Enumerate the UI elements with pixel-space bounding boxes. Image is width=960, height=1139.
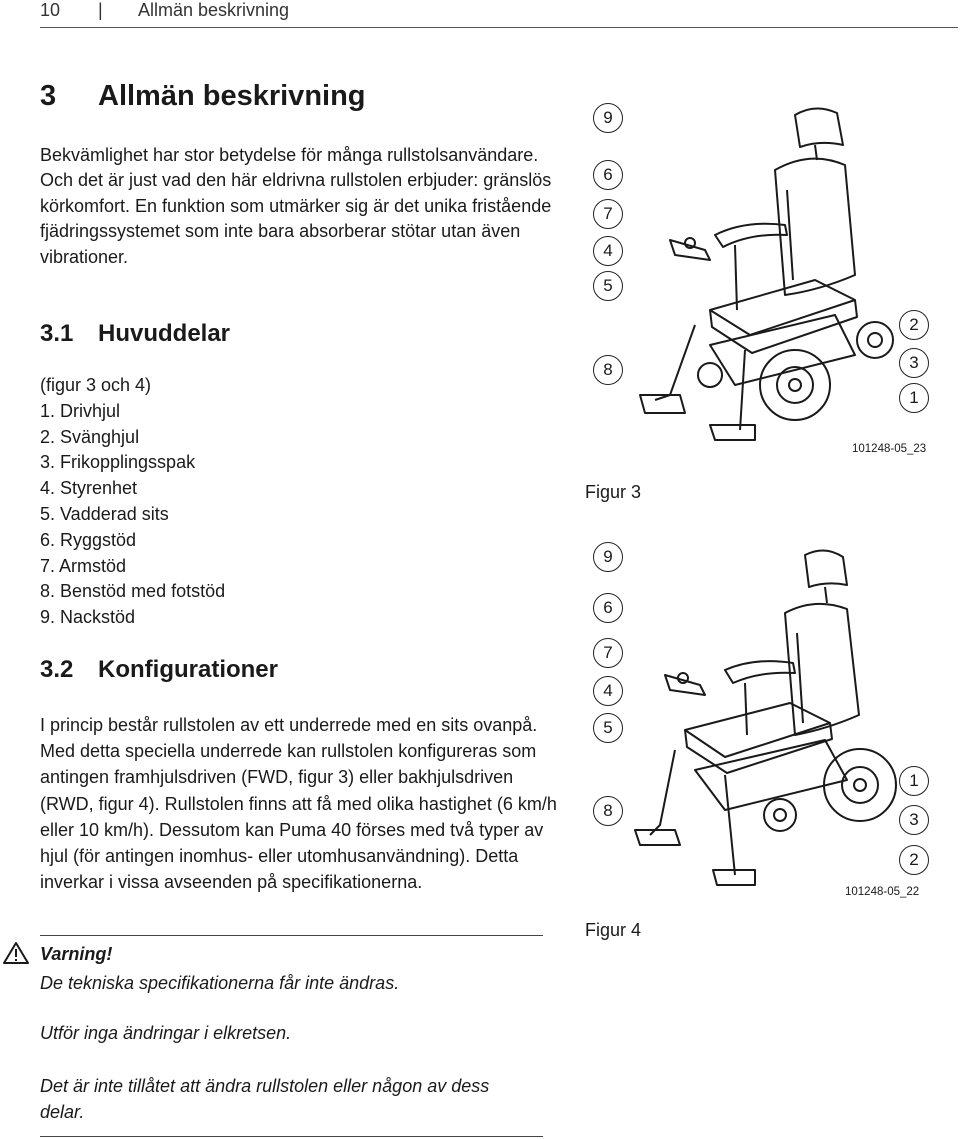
callout-8: 8 xyxy=(593,796,623,826)
callout-7: 7 xyxy=(593,638,623,668)
configurations-paragraph: I princip består rullstolen av ett under… xyxy=(40,715,557,893)
wheelchair-fwd-illustration xyxy=(639,107,894,441)
list-item: 6. Ryggstöd xyxy=(40,529,137,550)
list-item: 1. Drivhjul xyxy=(40,400,121,421)
callout-6: 6 xyxy=(593,160,623,190)
list-item: 9. Nackstöd xyxy=(40,607,136,628)
figure-code: 101248-05_23 xyxy=(852,443,927,455)
callout-4: 4 xyxy=(593,676,623,706)
list-item: 5. Vadderad sits xyxy=(40,503,169,524)
figure-4: 9 6 7 4 5 8 1 3 2 101248-05_22 Figur 4 xyxy=(575,525,960,950)
parts-reference: (figur 3 och 4) xyxy=(40,375,152,395)
warning-triangle-icon xyxy=(3,942,29,964)
callout-3: 3 xyxy=(899,348,929,378)
callout-4: 4 xyxy=(593,236,623,266)
figure-caption: Figur 4 xyxy=(585,920,642,940)
section-title: Konfigurationer xyxy=(98,656,278,683)
warning-bottom-rule xyxy=(40,1136,543,1137)
callout-7: 7 xyxy=(593,199,623,229)
callout-3: 3 xyxy=(899,805,929,835)
header-separator: | xyxy=(98,0,103,20)
parts-list: (figur 3 och 4) 1. Drivhjul 2. Svänghjul… xyxy=(40,373,225,631)
callout-9: 9 xyxy=(593,542,623,572)
callout-8: 8 xyxy=(593,355,623,385)
warning-line-2: Utför inga ändringar i elkretsen. xyxy=(40,1023,292,1043)
list-item: 7. Armstöd xyxy=(40,555,127,576)
callout-5: 5 xyxy=(593,271,623,301)
page-number: 10 xyxy=(40,0,61,20)
section-title: Huvuddelar xyxy=(98,320,231,347)
warning-top-rule xyxy=(40,935,543,936)
callout-9: 9 xyxy=(593,103,623,133)
header-divider xyxy=(40,27,958,28)
callout-2: 2 xyxy=(899,310,929,340)
section-heading-3-1: 3.1 Huvuddelar xyxy=(40,320,230,348)
section-number: 3.1 xyxy=(40,320,74,347)
warning-title: Varning! xyxy=(40,944,113,964)
chapter-number: 3 xyxy=(40,80,57,112)
callout-2: 2 xyxy=(899,845,929,875)
figure-3: 9 6 7 4 5 8 2 3 1 101248-05_23 Figur 3 xyxy=(575,85,960,510)
list-item: 3. Frikopplingsspak xyxy=(40,452,196,473)
callout-5: 5 xyxy=(593,713,623,743)
chapter-title: Allmän beskrivning xyxy=(98,80,366,112)
intro-paragraph: Bekvämlighet har stor betydelse för mång… xyxy=(40,145,552,267)
list-item: 8. Benstöd med fotstöd xyxy=(40,581,226,602)
warning-line-1: De tekniska specifikationerna får inte ä… xyxy=(40,973,400,993)
callout-1: 1 xyxy=(899,766,929,796)
section-number: 3.2 xyxy=(40,656,74,683)
figure-code: 101248-05_22 xyxy=(845,886,920,898)
callout-1: 1 xyxy=(899,383,929,413)
header-title: Allmän beskrivning xyxy=(138,0,290,20)
wheelchair-rwd-illustration xyxy=(634,549,897,886)
figure-caption: Figur 3 xyxy=(585,482,642,502)
chapter-heading: 3 Allmän beskrivning xyxy=(40,80,366,113)
list-item: 2. Svänghjul xyxy=(40,426,140,447)
list-item: 4. Styrenhet xyxy=(40,478,138,499)
callout-6: 6 xyxy=(593,593,623,623)
section-heading-3-2: 3.2 Konfigurationer xyxy=(40,656,278,684)
warning-line-3: Det är inte tillåtet att ändra rullstole… xyxy=(40,1076,490,1122)
